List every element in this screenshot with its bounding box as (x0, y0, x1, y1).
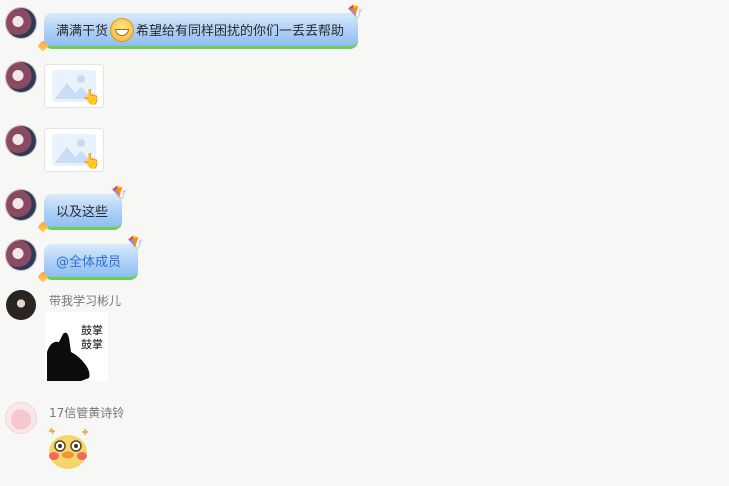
sender-name: 17信管黄诗铃 (49, 406, 125, 420)
avatar[interactable] (6, 8, 36, 38)
duck-sticker-icon (49, 427, 88, 469)
image-placeholder-icon (52, 134, 96, 166)
image-placeholder[interactable]: 👆 (44, 64, 104, 108)
message-text: 满满干货 (56, 24, 109, 39)
avatar[interactable] (6, 190, 36, 220)
image-placeholder[interactable]: 👆 (44, 128, 104, 172)
message-text: 以及这些 (56, 205, 109, 220)
bubble-tail-decoration (37, 221, 49, 233)
message-bubble[interactable]: 满满干货 希望给有同样困扰的你们一丢丢帮助 🪁 (37, 5, 364, 52)
avatar[interactable] (6, 240, 36, 270)
sticker-text: 鼓掌 (81, 324, 103, 337)
bubble-tail-decoration (37, 271, 49, 283)
kite-icon: 🪁 (111, 186, 128, 201)
grin-emoji-icon (110, 17, 135, 42)
avatar[interactable] (6, 290, 36, 320)
message-bubble[interactable]: 以及这些 🪁 (37, 186, 128, 233)
message-bubble[interactable]: @全体成员 🪁 (37, 236, 144, 283)
avatar[interactable] (6, 126, 36, 156)
message-text: 希望给有同样困扰的你们一丢丢帮助 (136, 24, 345, 39)
avatar[interactable] (6, 403, 36, 433)
bubble-tail-decoration (37, 40, 49, 52)
sticker-text: 鼓掌 (81, 338, 103, 351)
sticker[interactable] (45, 424, 91, 470)
kite-icon: 🪁 (347, 5, 364, 20)
pointing-hand-icon: 👆 (82, 152, 101, 170)
mention-all[interactable]: @全体成员 (56, 255, 122, 270)
clapping-sticker-icon (45, 312, 108, 381)
sticker[interactable]: 鼓掌 鼓掌 (45, 312, 108, 381)
sender-name: 带我学习彬儿 (49, 294, 122, 308)
image-placeholder-icon (52, 70, 96, 102)
kite-icon: 🪁 (127, 236, 144, 251)
avatar[interactable] (6, 62, 36, 92)
pointing-hand-icon: 👆 (82, 88, 101, 106)
